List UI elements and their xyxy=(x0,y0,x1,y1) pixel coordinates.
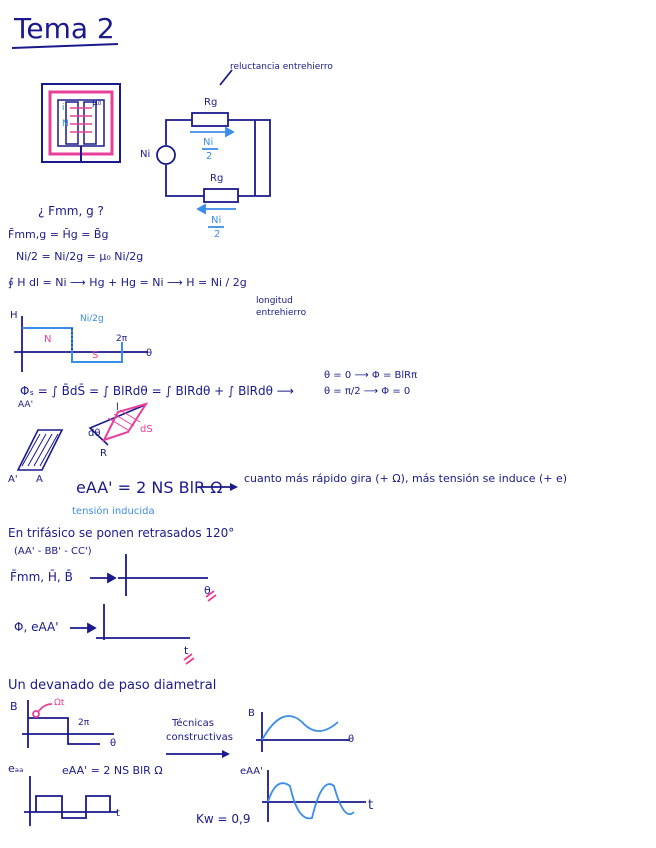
graph1-h-wave xyxy=(14,316,148,372)
diagram-a: A xyxy=(36,474,43,485)
flux-top-den: 2 xyxy=(206,151,212,162)
graph1-y-label: H xyxy=(10,310,18,321)
graph-b-square xyxy=(22,700,114,748)
graph-b-axis: θ xyxy=(110,738,116,749)
length-note-1: longitud xyxy=(256,296,293,306)
graph1-period-label: 2π xyxy=(116,334,127,344)
flux-top-num: Ni xyxy=(203,137,213,148)
plot-a-axis: θ xyxy=(204,584,211,597)
graph-b2-sine xyxy=(256,712,350,752)
graph-b-label: B xyxy=(10,700,18,713)
diagram-r: R xyxy=(100,448,107,459)
plot-b-axis: t xyxy=(184,644,188,657)
emf-note: cuanto más rápido gira (+ Ω), más tensió… xyxy=(244,472,567,485)
graph-b-omega: Ωt xyxy=(54,698,64,708)
graph-b2-axis: θ xyxy=(348,734,354,745)
diagram-dtheta: dθ xyxy=(88,428,100,439)
tecnicas-line-1: Técnicas xyxy=(172,718,214,729)
tecnicas-line-2: constructivas xyxy=(166,732,233,743)
devanado-title: Un devanado de paso diametral xyxy=(8,678,216,693)
core-label-n: N xyxy=(62,119,69,129)
equation-ampere: ∮ H dl = Ni ⟶ Hg + Hg = Ni ⟶ H = Ni / 2g xyxy=(8,276,247,289)
plot-a-label: F̄mm, H̄, B̄ xyxy=(10,570,73,584)
question-text: ¿ Fmm, g ? xyxy=(38,204,104,218)
graph-e-axis: t xyxy=(116,808,120,819)
length-note-2: entrehierro xyxy=(256,308,306,318)
top-reluctance-label: Rg xyxy=(204,97,217,108)
graph1-s-label: S xyxy=(92,350,98,361)
core-label-mu: μ₀ xyxy=(92,98,101,108)
reluctance-note: reluctancia entrehierro xyxy=(230,62,333,72)
area-sketch xyxy=(18,430,62,470)
magnetic-core-sketch xyxy=(42,84,120,162)
graph-e2-axis: t xyxy=(368,798,373,813)
flux-equation: Φₛ = ∫ B̄dS̄ = ∫ BlRdθ = ∫ BlRdθ + ∫ BlR… xyxy=(20,384,294,398)
graph-b-period: 2π xyxy=(78,718,89,728)
diagram-l: l xyxy=(116,402,119,413)
graph1-top-label: Ni/2g xyxy=(80,314,104,324)
graph-e-label: eₐₐ xyxy=(8,762,23,775)
flux-bottom-num: Ni xyxy=(211,215,221,226)
flux-subscript: AA' xyxy=(18,400,33,410)
core-label-i: i xyxy=(62,103,65,113)
diagram-ds: dS xyxy=(140,424,153,435)
emf-caption: tensión inducida xyxy=(72,506,155,517)
graph-e2-sine xyxy=(262,770,366,822)
flux-case-half-pi: θ = π/2 ⟶ Φ = 0 xyxy=(324,386,410,397)
winding-factor: Kw = 0,9 xyxy=(196,812,250,826)
flux-bottom-den: 2 xyxy=(214,229,220,240)
equation-ratio: Ni/2 = Ni/2g = μ₀ Ni/2g xyxy=(16,250,143,263)
plot-a-axes xyxy=(90,554,216,601)
title-underline xyxy=(12,44,118,48)
source-label: Ni xyxy=(140,149,150,160)
graph-e2-label: eAA' xyxy=(240,766,263,777)
graph1-x-label: θ xyxy=(146,348,152,359)
graph-b2-label: B xyxy=(248,708,255,719)
equation-fmm: F̄mm,g = H̄g = B̄g xyxy=(8,228,108,241)
plot-b-axes xyxy=(70,604,194,664)
graph-e-equation: eAA' = 2 NS BlR Ω xyxy=(62,764,163,777)
graph1-n-label: N xyxy=(44,334,51,345)
diagram-a-prime: A' xyxy=(8,474,18,485)
plot-b-label: Φ, eAA' xyxy=(14,620,59,634)
bottom-reluctance-label: Rg xyxy=(210,173,223,184)
emf-equation: eAA' = 2 NS BlR Ω xyxy=(76,478,222,497)
trifasico-line-1: En trifásico se ponen retrasados 120° xyxy=(8,526,234,540)
flux-case-zero: θ = 0 ⟶ Φ = BlRπ xyxy=(324,370,417,381)
trifasico-line-2: (AA' - BB' - CC') xyxy=(14,546,92,557)
graph-e-square xyxy=(24,776,118,826)
